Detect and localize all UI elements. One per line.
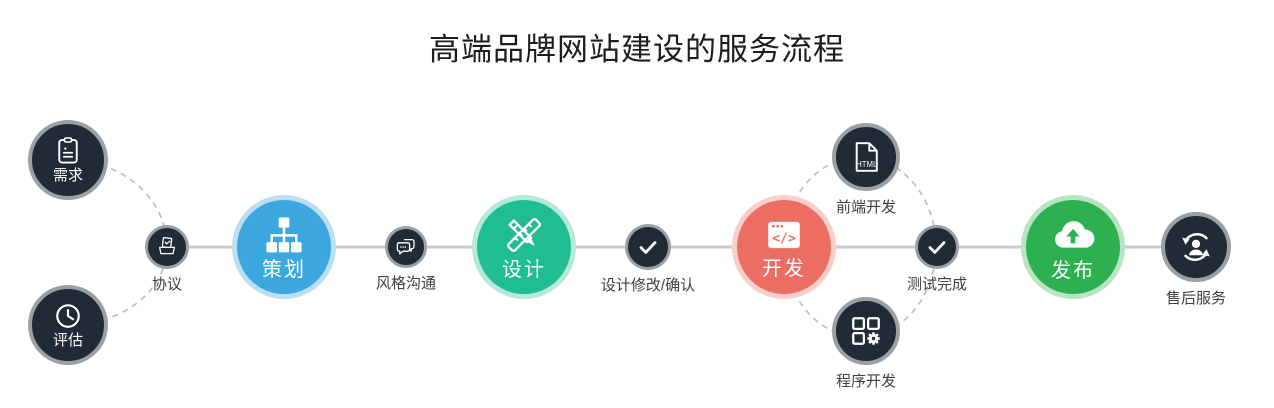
node-label: 程序开发 [835,373,897,390]
node-label: 需求 [52,166,83,184]
code-glyph: </> [772,232,796,247]
cloud-upload-icon [1055,221,1095,248]
code-window-icon: </> [768,221,800,249]
node-label: 风格沟通 [375,275,437,292]
node-label: 开发 [762,258,806,280]
customer-service-icon [1182,233,1210,261]
check-icon [928,241,946,254]
node-label: 评估 [52,331,83,349]
html-badge: HTML [856,160,878,169]
node-label: 测试完成 [906,276,968,293]
pencil-ruler-icon [506,217,542,253]
node-label: 发布 [1051,260,1095,282]
clock-icon [56,303,80,328]
check-icon [639,241,657,254]
chat-bubbles-icon [396,238,415,255]
document-list-icon [58,137,78,164]
node-label: 设计修改/确认 [600,277,696,294]
node-label: 售后服务 [1165,290,1227,307]
node-label: 前端开发 [835,199,897,216]
contract-tray-icon [158,236,176,255]
node-label: 协议 [151,276,183,293]
sitemap-icon [266,217,302,253]
page-title: 高端品牌网站建设的服务流程 [429,32,845,67]
node-label: 策划 [262,259,306,281]
modules-gear-icon [852,317,880,345]
node-label: 设计 [502,259,546,281]
html-file-icon: HTML [855,142,878,172]
